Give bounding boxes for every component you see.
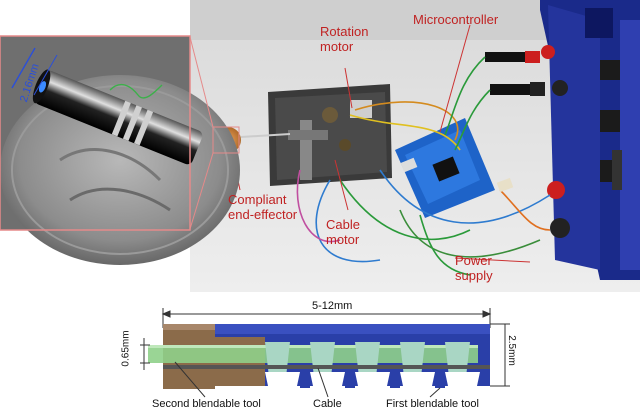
zoom-inset (0, 36, 240, 265)
power-supply-unit (540, 0, 640, 280)
wires (296, 56, 551, 276)
tool-schematic (140, 308, 510, 400)
label-cable-motor: Cable motor (326, 217, 360, 247)
banana-plugs (485, 51, 545, 96)
motor-plate (268, 84, 392, 186)
label-second-blendable-tool: Second blendable tool (152, 398, 261, 410)
height-dimension-marks (490, 323, 510, 387)
label-power-supply: Power supply (455, 253, 493, 283)
teeth (300, 372, 445, 388)
lower-notches (265, 372, 480, 400)
label-microcontroller: Microcontroller (413, 12, 499, 27)
microcontroller-board (395, 118, 495, 218)
label-compliant-end-effector: Compliant end-effector (228, 192, 298, 222)
label-rotation-motor: Rotation motor (320, 24, 369, 54)
inner-dimension-marks (140, 338, 150, 370)
length-dimension-label: 5-12mm (312, 300, 353, 312)
label-cable: Cable (313, 398, 342, 410)
cable-line (163, 365, 490, 369)
setup-photo (0, 0, 640, 292)
height-dimension-label: 2.5mm (505, 335, 517, 366)
inner-dimension-label: 0.65mm (120, 330, 132, 367)
schematic-leaders (174, 361, 441, 398)
label-first-blendable-tool: First blendable tool (386, 398, 479, 410)
